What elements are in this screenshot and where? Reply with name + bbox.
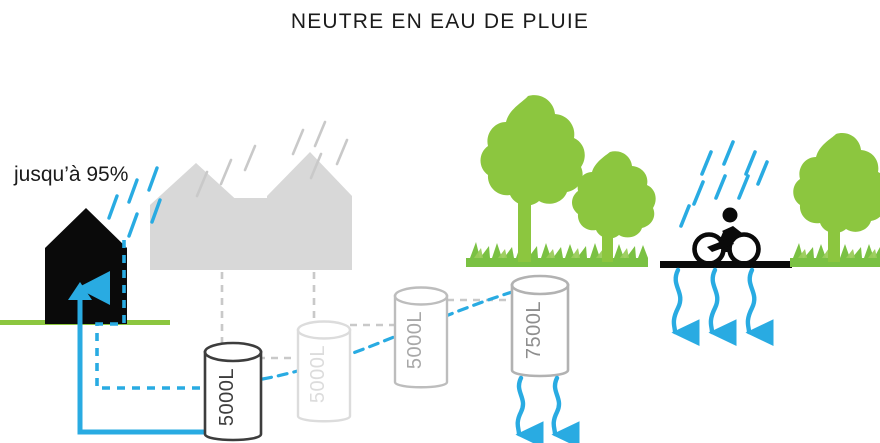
house-black: [45, 208, 127, 324]
collection-dashed-line: [95, 240, 200, 390]
tree-large-left: [480, 95, 585, 262]
rain-gray-icon: [195, 120, 349, 198]
rain-blue-icon: [679, 140, 769, 228]
page-title: NEUTRE EN EAU DE PLUIE: [290, 10, 590, 33]
tree-right: [793, 133, 880, 262]
grass-strip-middle: [466, 242, 648, 267]
tree-small-left: [572, 151, 656, 262]
rain-blue-icon: [107, 166, 162, 238]
gray-link-lines: [258, 298, 510, 360]
infiltration-arrow-icon: [515, 375, 580, 443]
road-surface: [660, 261, 792, 268]
percent-label: jusqu’à 95%: [14, 163, 129, 186]
tank-2-label: 5000L: [307, 345, 329, 403]
cyclist-icon: [692, 207, 761, 266]
house-gray-2: [222, 152, 352, 270]
tank-4: 7500L: [510, 274, 570, 378]
tank-4-label: 7500L: [523, 301, 545, 359]
tank-2: 5000L: [296, 320, 352, 423]
tank-3: 5000L: [393, 286, 449, 389]
reuse-pipe: [77, 290, 205, 435]
infiltration-arrow-icon: [671, 267, 774, 347]
tank-1: 5000L: [203, 341, 263, 442]
gray-downpipes: [220, 272, 316, 345]
tank-1-label: 5000L: [216, 368, 238, 426]
tank-3-label: 5000L: [404, 311, 426, 369]
house-gray-1: [150, 163, 242, 270]
reuse-up-arrowhead-icon: [68, 282, 92, 300]
capacity-trend-curve: [213, 283, 562, 387]
